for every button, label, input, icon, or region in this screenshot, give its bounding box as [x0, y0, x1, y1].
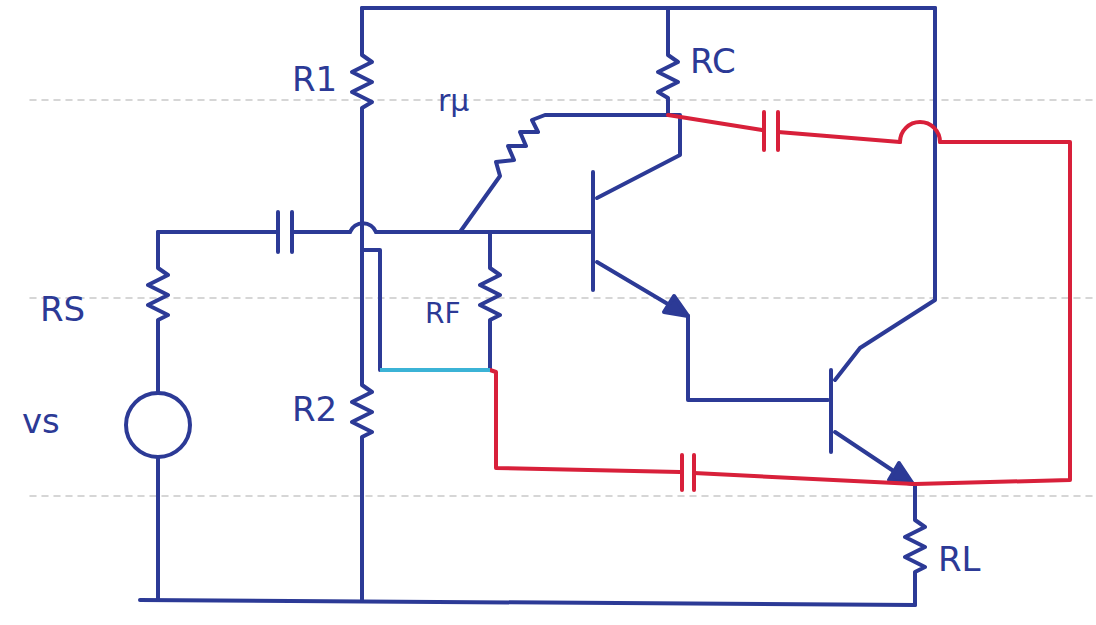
- component-label: rμ: [438, 86, 469, 116]
- component-label: RL: [938, 542, 981, 576]
- component-label: vs: [22, 404, 60, 438]
- component-label: R1: [292, 62, 337, 96]
- component-label: RS: [40, 292, 85, 326]
- component-label: R2: [292, 392, 337, 426]
- component-label: RF: [425, 300, 461, 328]
- component-label: RC: [690, 44, 736, 78]
